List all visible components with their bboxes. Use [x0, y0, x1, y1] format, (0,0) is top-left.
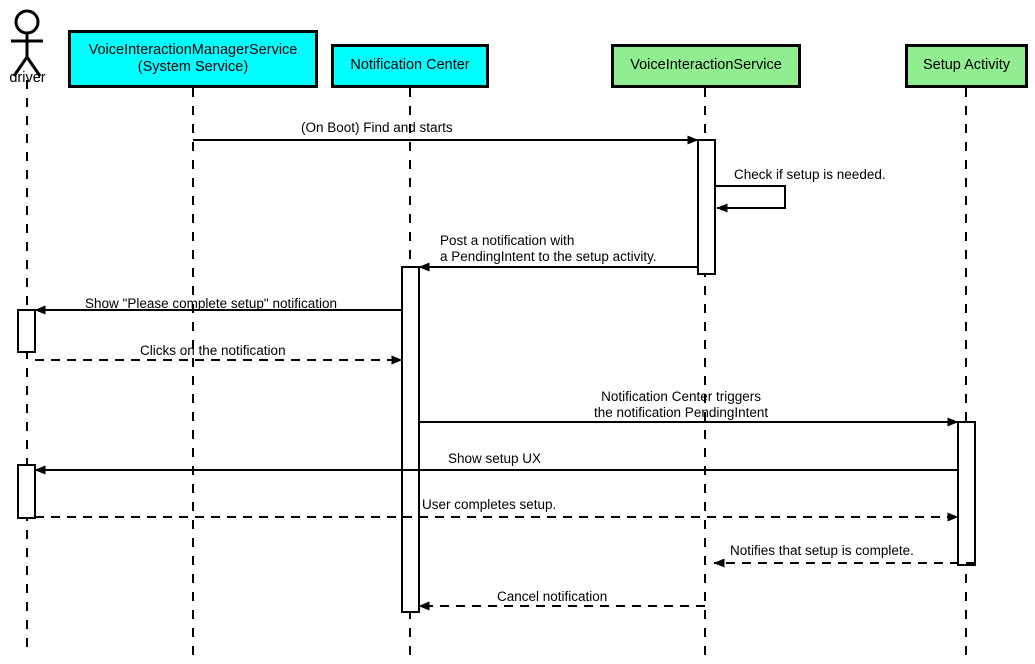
actor-left-leg-icon: [12, 56, 29, 77]
message-label-m2: Check if setup is needed.: [734, 167, 886, 182]
activation-bar-driver-4: [17, 464, 36, 519]
message-label-m3: Post a notification with a PendingIntent…: [440, 233, 657, 265]
participant-box-vims[interactable]: VoiceInteractionManagerService (System S…: [68, 30, 318, 88]
activation-bar-driver-2: [17, 309, 36, 353]
activation-bar-setup_activity-3: [957, 421, 976, 566]
message-label-m5: Clicks on the notification: [140, 343, 286, 358]
activation-bar-vis-0: [697, 139, 716, 275]
participant-box-notification_center[interactable]: Notification Center: [331, 44, 489, 88]
message-label-m4: Show "Please complete setup" notificatio…: [85, 296, 337, 311]
participant-box-setup_activity[interactable]: Setup Activity: [905, 44, 1028, 88]
activation-bar-notification_center-1: [401, 266, 420, 613]
participant-box-vis[interactable]: VoiceInteractionService: [611, 44, 801, 88]
message-label-m10: Cancel notification: [497, 589, 608, 604]
message-arrow-m2: [715, 185, 786, 213]
message-label-m7: Show setup UX: [448, 451, 542, 466]
actor-figure-layer: [11, 9, 43, 77]
activations-layer: [17, 139, 976, 613]
messages-layer: [34, 135, 975, 611]
participant-label-driver: driver: [9, 70, 46, 86]
message-label-m9: Notifies that setup is complete.: [730, 543, 914, 558]
actor-head-icon: [14, 9, 40, 35]
message-label-m6: Notification Center triggers the notific…: [594, 389, 769, 421]
actor-right-leg-icon: [25, 56, 42, 77]
message-label-m8: User completes setup.: [422, 497, 557, 512]
message-label-m1: (On Boot) Find and starts: [301, 120, 453, 135]
